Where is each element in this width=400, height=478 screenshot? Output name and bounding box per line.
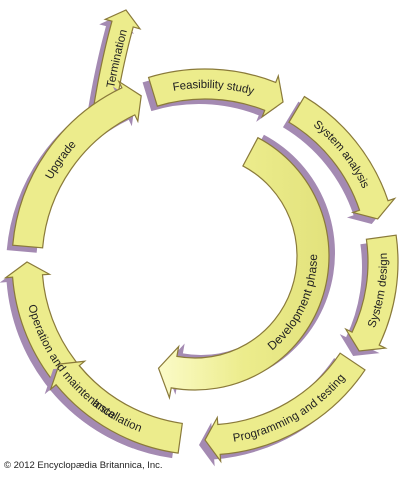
copyright-notice: © 2012 Encyclopædia Britannica, Inc. [4, 460, 163, 471]
installation-arrow [49, 360, 183, 454]
development-phase-arrow-body [157, 136, 330, 400]
programming-arrow [204, 352, 366, 464]
system-analysis-arrow [288, 95, 397, 220]
termination-arrow [92, 9, 142, 115]
outer-cycle-arrows [0, 9, 399, 467]
upgrade-arrow [12, 79, 142, 249]
feasibility-arrow [147, 68, 284, 119]
development-phase-arrow [157, 134, 335, 400]
system-design-arrow [344, 234, 399, 352]
